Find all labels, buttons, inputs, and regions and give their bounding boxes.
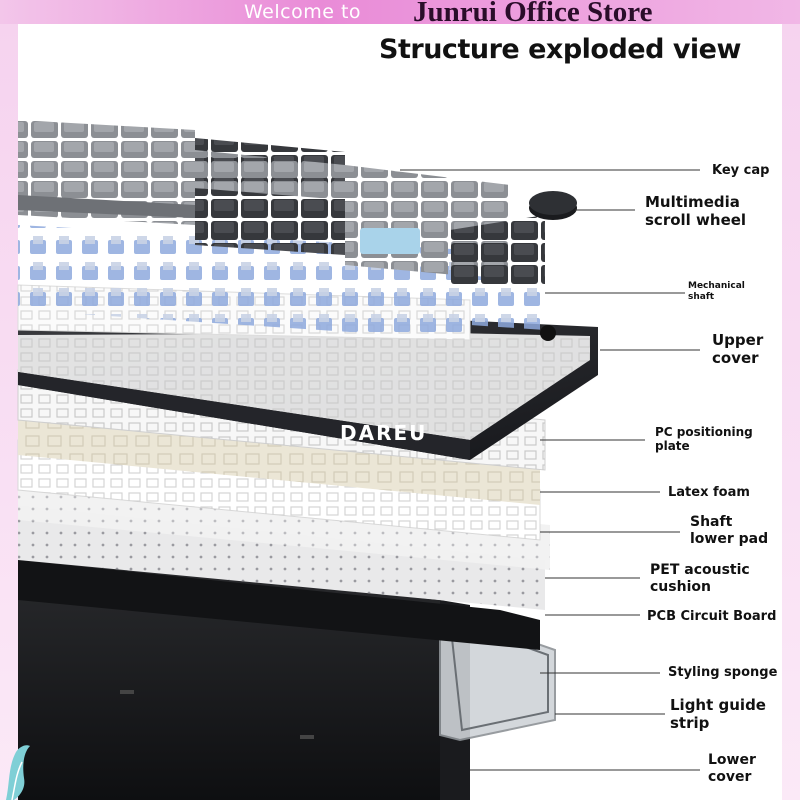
page-title: Structure exploded view [379,34,741,65]
banner-welcome-text: Welcome to [244,1,362,23]
upper-cover-part: DAREU [18,320,598,460]
right-border [782,24,800,800]
keycaps-part [18,120,545,285]
store-banner: Welcome to Junrui Office Store [0,0,800,24]
left-border [0,24,18,800]
enter-keycap [360,228,420,254]
styling-sponge-part [18,560,540,650]
label-key-cap: Key cap [712,163,770,178]
dareu-logo: DAREU [340,421,427,445]
leader-lines [400,169,700,771]
scroll-wheel-part [529,191,577,220]
banner-store-name: Junrui Office Store [413,0,653,24]
label-styling-sponge: Styling sponge [668,665,778,680]
fish-logo-icon [6,745,30,800]
label-latex-foam: Latex foam [668,485,750,500]
label-pcb-circuit-board: PCB Circuit Board [647,609,777,624]
